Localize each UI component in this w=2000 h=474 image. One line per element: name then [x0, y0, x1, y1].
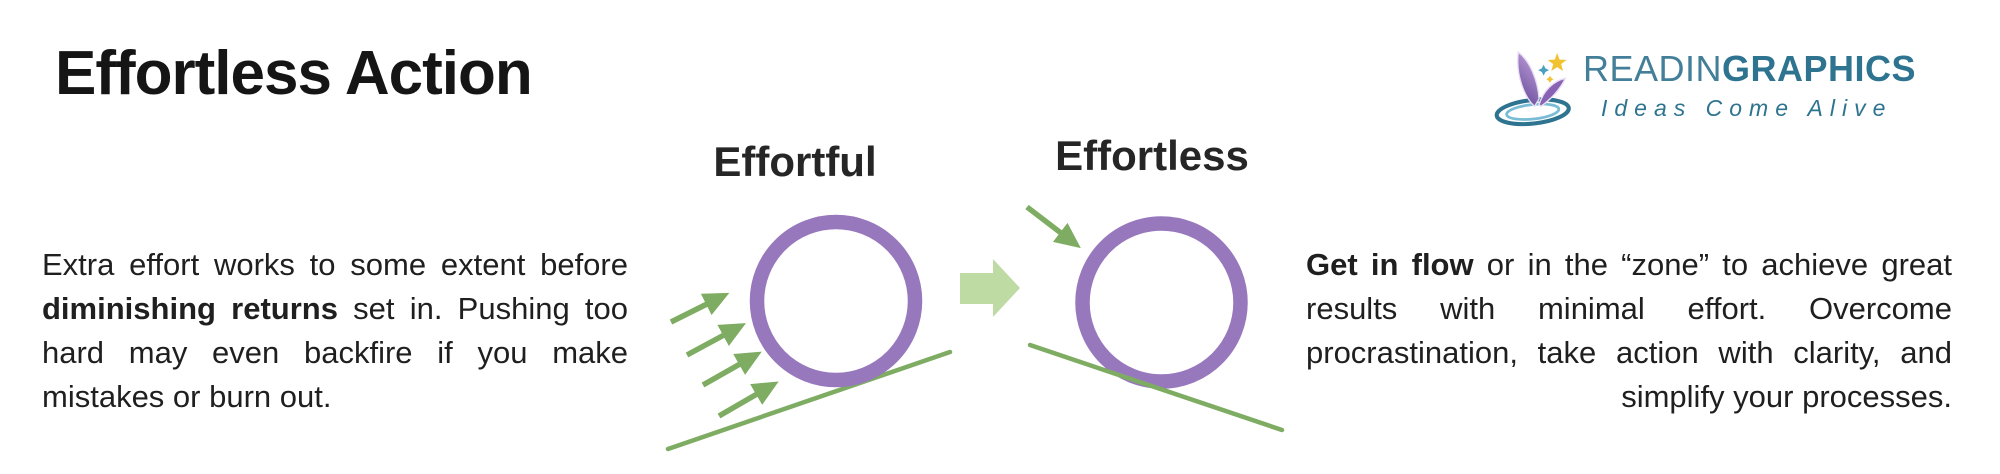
logo-book-icon — [1494, 50, 1571, 127]
uphill-slope-line — [665, 349, 953, 452]
effort-arrow-2-icon — [685, 323, 746, 358]
effortless-circle — [1075, 216, 1248, 389]
label-effortless: Effortless — [1055, 132, 1249, 179]
transition-arrow-icon — [960, 259, 1020, 317]
logo-tiny-star-icon — [1546, 75, 1554, 83]
right-paragraph: Get in flow or in the “zone” to achieve … — [1306, 243, 1952, 419]
left-paragraph-pre: Extra effort works to some extent before — [42, 247, 628, 282]
logo-wing-left — [1517, 50, 1540, 108]
left-paragraph-post: set in. Pushing too hard may even backfi… — [42, 291, 628, 414]
label-effortful: Effortful — [713, 138, 877, 185]
right-paragraph-post: or in the “zone” to achieve great result… — [1306, 247, 1952, 414]
brand-tagline: Ideas Come Alive — [1601, 95, 1893, 121]
effort-arrow-4-icon — [717, 381, 779, 419]
rolling-circle-diagram — [665, 204, 1285, 452]
effort-arrow-1-icon — [669, 292, 730, 325]
effortful-circle — [749, 214, 923, 388]
effortless-arrow-icon — [1025, 204, 1081, 249]
brand-bold: GRAPHICS — [1722, 48, 1917, 89]
logo-star-icon — [1547, 52, 1567, 71]
brand-wordmark: READINGRAPHICS — [1583, 48, 1916, 90]
logo-wing-right — [1538, 77, 1567, 108]
downhill-slope-line — [1027, 342, 1285, 433]
right-paragraph-bold: Get in flow — [1306, 247, 1474, 282]
left-paragraph-bold: diminishing returns — [42, 291, 338, 326]
effort-arrow-3-icon — [701, 351, 762, 388]
logo-small-star-icon — [1538, 64, 1550, 76]
brand-light: READIN — [1583, 48, 1723, 89]
page-title: Effortless Action — [55, 39, 533, 108]
left-paragraph: Extra effort works to some extent before… — [42, 243, 628, 419]
